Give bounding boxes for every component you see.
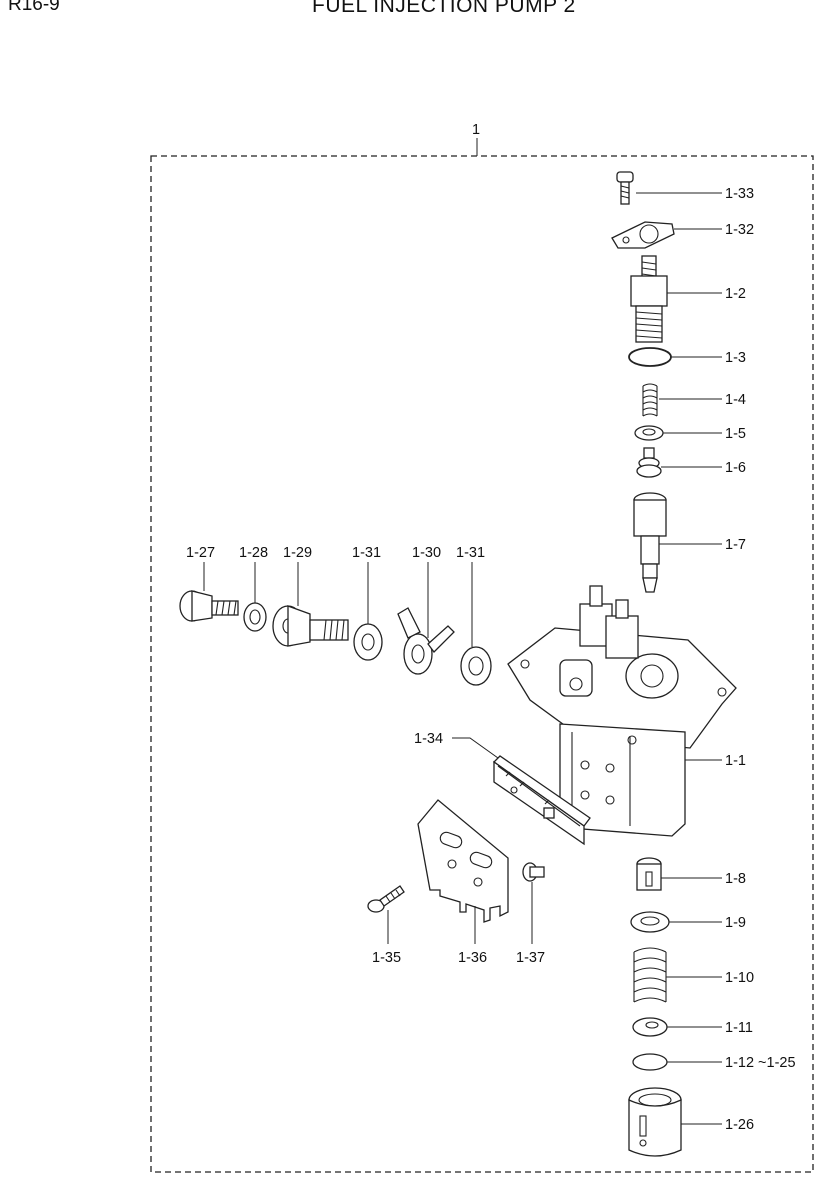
- part-1-1-pump-housing[interactable]: [507, 585, 737, 837]
- label-1-34: 1-34: [414, 731, 443, 747]
- label-1-11: 1-11: [725, 1020, 753, 1036]
- label-1-28: 1-28: [239, 545, 268, 561]
- part-1-28-washer[interactable]: [243, 602, 267, 632]
- label-1-31-b: 1-31: [456, 545, 485, 561]
- part-1-35-screw[interactable]: [367, 885, 405, 913]
- label-1-9: 1-9: [725, 915, 746, 931]
- label-1-26: 1-26: [725, 1117, 754, 1133]
- label-1-30: 1-30: [412, 545, 441, 561]
- part-1-31-washer-b[interactable]: [460, 646, 492, 686]
- part-1-27-eye-bolt[interactable]: [179, 590, 239, 622]
- assembly-label: 1: [472, 122, 480, 138]
- label-1-31-a: 1-31: [352, 545, 381, 561]
- label-1-5: 1-5: [725, 426, 746, 442]
- part-1-9-spring-seat[interactable]: [630, 911, 670, 933]
- part-1-2-delivery-valve-holder[interactable]: [630, 255, 668, 343]
- page-title: FUEL INJECTION PUMP 2: [312, 0, 576, 17]
- label-1-1: 1-1: [725, 753, 746, 769]
- label-1-4: 1-4: [725, 392, 746, 408]
- label-1-2: 1-2: [725, 286, 746, 302]
- part-1-8-tappet-guide[interactable]: [636, 857, 662, 891]
- label-1-8: 1-8: [725, 871, 746, 887]
- part-1-3-o-ring[interactable]: [628, 347, 672, 367]
- label-1-6: 1-6: [725, 460, 746, 476]
- label-1-32: 1-32: [725, 222, 754, 238]
- part-1-12-1-25-shim[interactable]: [632, 1053, 668, 1071]
- part-1-32-lock-plate[interactable]: [611, 221, 675, 249]
- part-1-30-banjo-fitting[interactable]: [397, 607, 455, 675]
- part-1-36-plate[interactable]: [417, 799, 509, 923]
- label-1-12-1-25: 1-12 ~1-25: [725, 1055, 796, 1071]
- part-1-10-plunger-spring[interactable]: [633, 947, 667, 1003]
- part-1-6-delivery-valve[interactable]: [636, 447, 662, 478]
- part-1-26-tappet[interactable]: [628, 1087, 682, 1157]
- label-1-27: 1-27: [186, 545, 215, 561]
- part-1-5-washer[interactable]: [634, 425, 664, 441]
- part-1-7-plunger-barrel[interactable]: [633, 492, 667, 593]
- part-1-31-washer-a[interactable]: [353, 623, 383, 661]
- label-1-3: 1-3: [725, 350, 746, 366]
- part-1-33-screw[interactable]: [616, 171, 634, 205]
- part-1-4-spring[interactable]: [642, 383, 658, 417]
- label-1-35: 1-35: [372, 950, 401, 966]
- page-id: R16-9: [8, 0, 60, 15]
- assembly-boundary: [150, 155, 814, 1173]
- part-1-29-adapter[interactable]: [272, 605, 349, 647]
- label-1-37: 1-37: [516, 950, 545, 966]
- label-1-29: 1-29: [283, 545, 312, 561]
- label-1-33: 1-33: [725, 186, 754, 202]
- label-1-7: 1-7: [725, 537, 746, 553]
- part-1-11-lower-spring-seat[interactable]: [632, 1017, 668, 1037]
- part-1-37-screw[interactable]: [522, 862, 545, 882]
- label-1-10: 1-10: [725, 970, 754, 986]
- label-1-36: 1-36: [458, 950, 487, 966]
